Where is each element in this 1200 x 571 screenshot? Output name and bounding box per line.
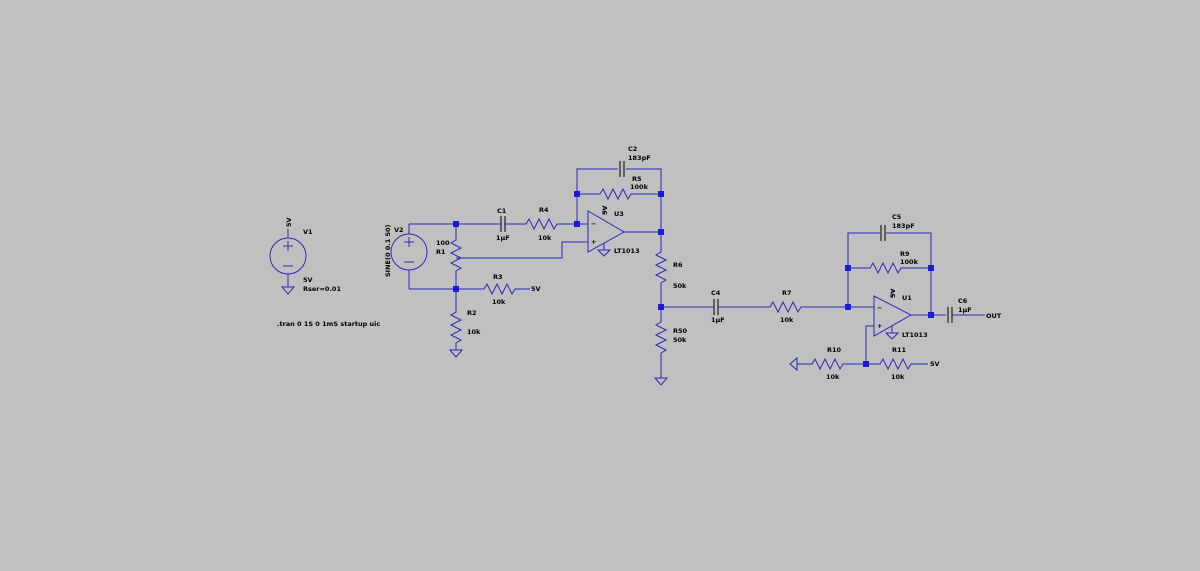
- junction-dot: [658, 229, 664, 235]
- r9-name: R9: [900, 250, 910, 258]
- v2-source[interactable]: [390, 224, 428, 289]
- u1-opamp[interactable]: − +: [848, 290, 946, 340]
- r5-value: 100k: [630, 183, 649, 191]
- r3-value: 10k: [492, 298, 506, 306]
- wire: [865, 325, 874, 364]
- r3-resistor[interactable]: [480, 282, 530, 296]
- r4-resistor[interactable]: [520, 217, 577, 231]
- r11-name: R11: [892, 346, 907, 354]
- r10-resistor[interactable]: [789, 356, 866, 372]
- wire: [886, 232, 932, 315]
- junction-dot: [658, 191, 664, 197]
- junction-dot: [574, 191, 580, 197]
- v1-name: V1: [303, 228, 313, 236]
- r9-value: 100k: [900, 258, 919, 266]
- r50-value: 50k: [673, 336, 687, 344]
- r11-resistor[interactable]: [866, 357, 928, 371]
- c6-value: 1µF: [958, 306, 972, 314]
- junction-dot: [453, 221, 459, 227]
- r11-node-label: 5V: [930, 360, 940, 368]
- v1-rser: Rser=0.01: [303, 285, 341, 293]
- u1-name: U1: [902, 294, 912, 302]
- r2-name: R2: [467, 309, 477, 317]
- v2-name: V2: [394, 226, 404, 234]
- r6-name: R6: [673, 261, 683, 269]
- u1-noninverting-sign: +: [877, 322, 882, 330]
- wire: [626, 168, 662, 232]
- r1-value: 100: [436, 239, 450, 247]
- v1-value: 5V: [303, 276, 313, 284]
- v2-value: SINE(0 0.1 50): [384, 224, 392, 277]
- u1-supply: 5V: [889, 288, 897, 298]
- junction-dot: [658, 304, 664, 310]
- spice-directive[interactable]: .tran 0 1S 0 1mS startup uic: [277, 320, 380, 328]
- r3-node-label: 5V: [531, 285, 541, 293]
- c5-value: 183pF: [892, 222, 915, 230]
- c1-value: 1µF: [496, 234, 510, 242]
- u1-inverting-sign: −: [877, 304, 882, 312]
- junction-dot: [863, 361, 869, 367]
- r1-name: R1: [436, 248, 446, 256]
- r2-resistor[interactable]: [448, 308, 464, 358]
- r50-name: R50: [673, 327, 688, 335]
- junction-dot: [845, 265, 851, 271]
- r10-name: R10: [827, 346, 842, 354]
- c4-name: C4: [711, 289, 721, 297]
- r5-name: R5: [632, 175, 642, 183]
- junction-dot: [574, 221, 580, 227]
- c4-capacitor[interactable]: [661, 299, 764, 315]
- c5-name: C5: [892, 213, 902, 221]
- c2-value: 183pF: [628, 154, 651, 162]
- junction-dot: [928, 265, 934, 271]
- u3-inverting-sign: −: [591, 220, 596, 228]
- r6-value: 50k: [673, 282, 687, 290]
- r1-resistor[interactable]: [449, 236, 463, 274]
- c4-value: 1µF: [711, 316, 725, 324]
- junction-dot: [928, 312, 934, 318]
- r7-name: R7: [782, 289, 792, 297]
- r11-value: 10k: [891, 373, 905, 381]
- wire: [847, 232, 880, 307]
- r7-value: 10k: [780, 316, 794, 324]
- c1-capacitor[interactable]: [495, 216, 520, 232]
- wire: [456, 241, 588, 259]
- r6-resistor[interactable]: [654, 232, 668, 307]
- r9-resistor[interactable]: [848, 261, 931, 275]
- out-net-label: OUT: [986, 312, 1002, 320]
- r2-value: 10k: [467, 328, 481, 336]
- u1-model: LT1013: [902, 331, 928, 339]
- r3-name: R3: [493, 273, 503, 281]
- wire: [576, 168, 618, 224]
- c2-name: C2: [628, 145, 637, 153]
- u3-model: LT1013: [614, 247, 640, 255]
- c6-capacitor[interactable]: [947, 307, 985, 323]
- v1-node-label: 5V: [285, 217, 293, 227]
- v1-supply[interactable]: [269, 229, 307, 295]
- u3-supply: 5V: [601, 205, 609, 215]
- r7-resistor[interactable]: [764, 300, 848, 314]
- c6-name: C6: [958, 297, 968, 305]
- r10-value: 10k: [826, 373, 840, 381]
- junction-dot: [453, 286, 459, 292]
- r4-name: R4: [539, 206, 549, 214]
- u3-noninverting-sign: +: [591, 238, 596, 246]
- r5-resistor[interactable]: [577, 187, 661, 201]
- r50-resistor[interactable]: [653, 307, 669, 386]
- junction-dot: [845, 304, 851, 310]
- c5-capacitor[interactable]: [880, 225, 886, 241]
- c2-capacitor[interactable]: [619, 161, 625, 177]
- c1-name: C1: [497, 207, 507, 215]
- u3-name: U3: [614, 210, 624, 218]
- r4-value: 10k: [538, 234, 552, 242]
